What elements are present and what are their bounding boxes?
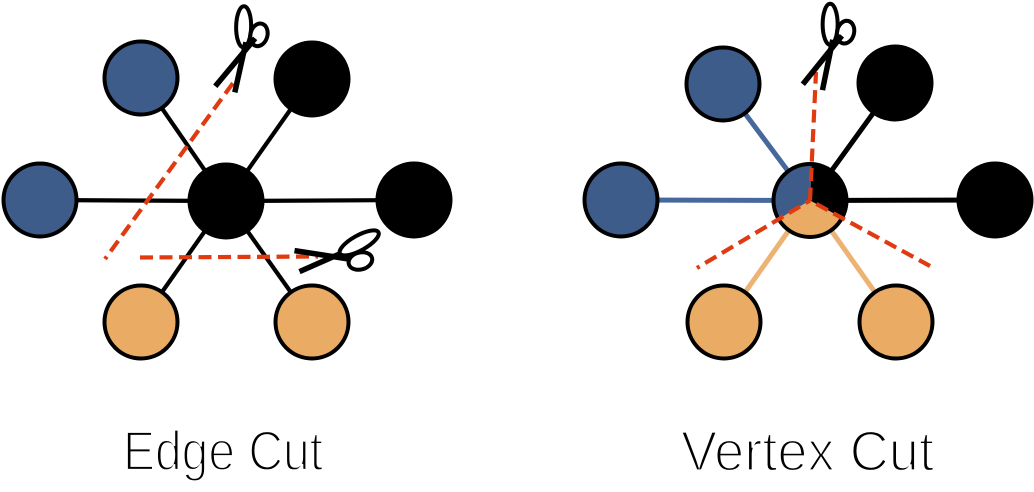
svg-text:Vertex Cut: Vertex Cut	[681, 420, 934, 483]
svg-text:Edge Cut: Edge Cut	[123, 419, 323, 482]
